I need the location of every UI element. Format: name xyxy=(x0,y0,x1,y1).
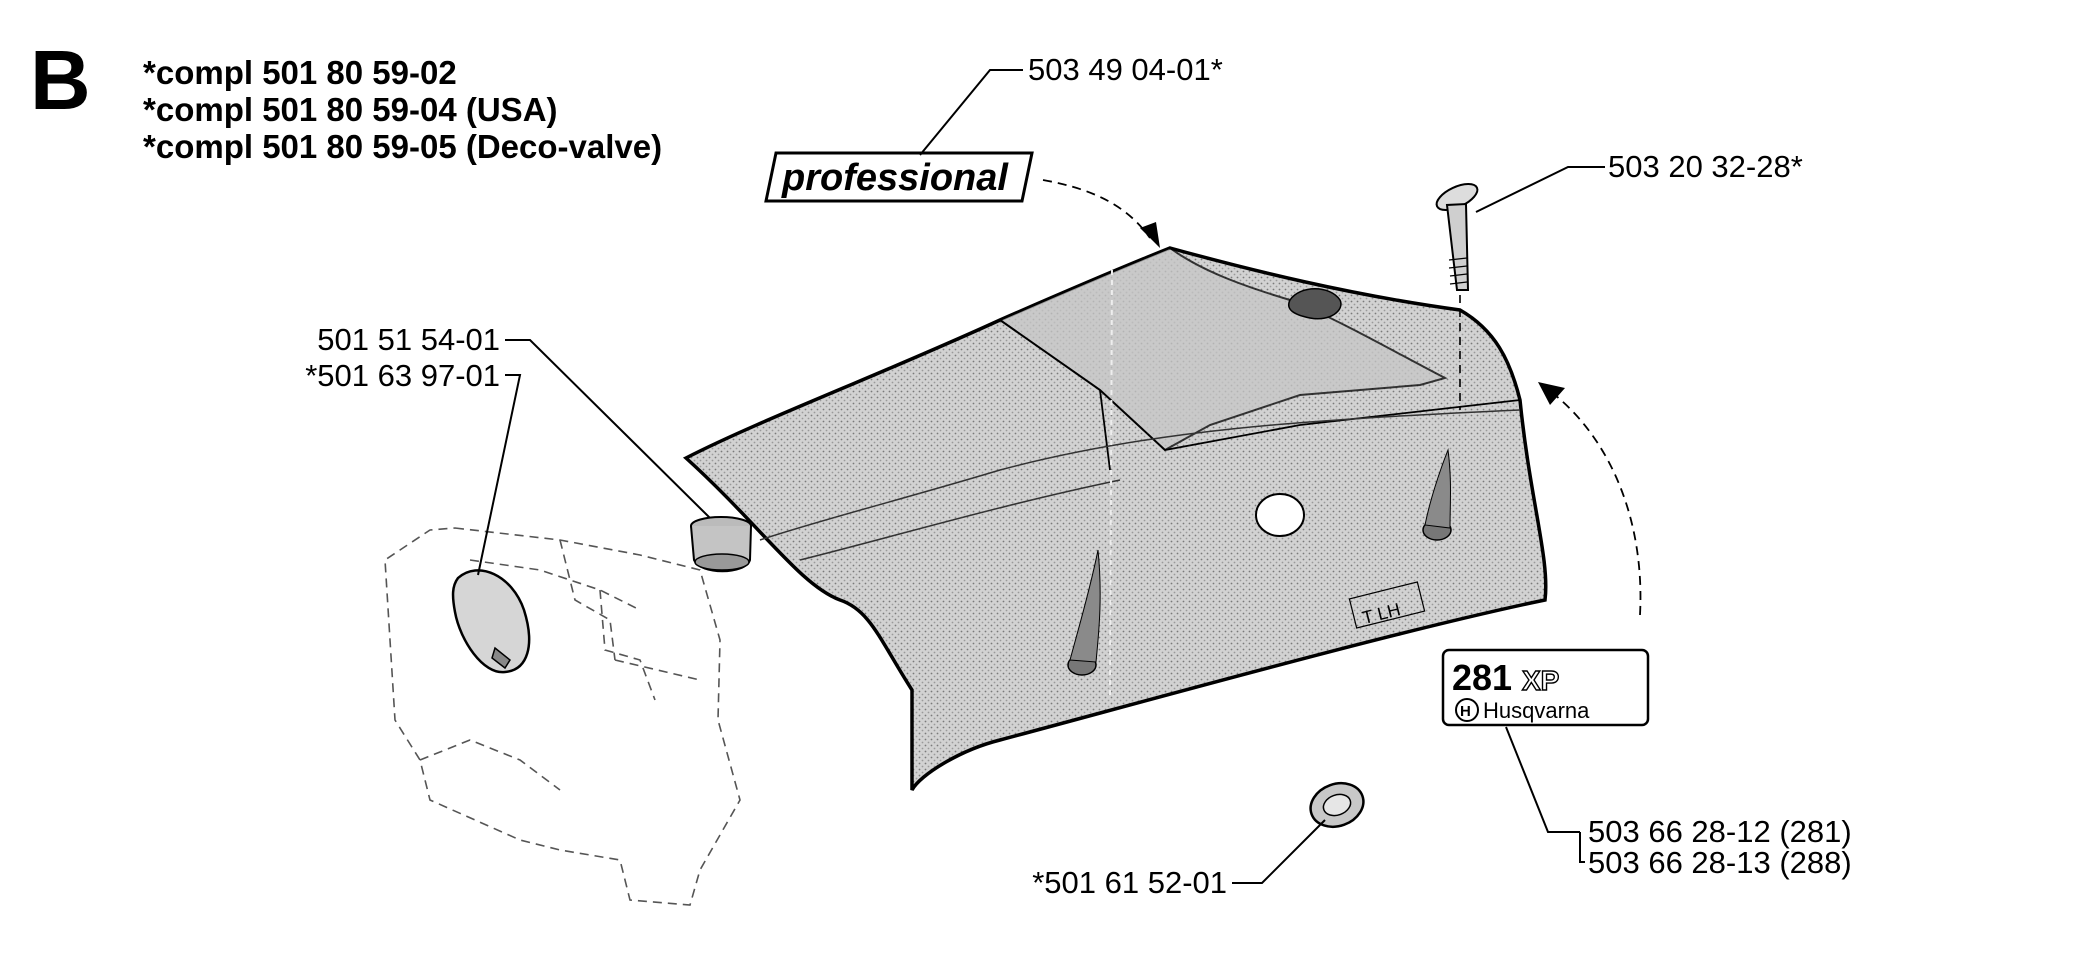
decal-brand: Husqvarna xyxy=(1483,698,1590,723)
label-grommet: *501 61 52-01 xyxy=(1032,865,1227,900)
label-model-decal-281: 503 66 28-12 (281) xyxy=(1588,814,1852,849)
label-decal-professional: 503 49 04-01* xyxy=(1028,52,1223,87)
header-part-list: *compl 501 80 59-02 *compl 501 80 59-04 … xyxy=(143,54,662,165)
section-letter: B xyxy=(30,33,91,127)
label-plug: 501 51 54-01 xyxy=(317,322,500,357)
plug xyxy=(690,516,752,573)
arrow-head-decal xyxy=(1140,222,1160,248)
decal-model-suffix: XP xyxy=(1522,665,1559,696)
label-model-decal-288: 503 66 28-13 (288) xyxy=(1588,845,1852,880)
header-line-2: *compl 501 80 59-04 (USA) xyxy=(143,91,558,128)
screw xyxy=(1435,183,1479,410)
decal-model-number: 281 xyxy=(1452,657,1512,698)
decal-professional: professional xyxy=(764,151,1034,203)
arrow-head-model xyxy=(1538,382,1565,405)
grommet xyxy=(1309,781,1365,829)
leader-lines xyxy=(477,69,1605,884)
decal-professional-text: professional xyxy=(781,157,1009,199)
engine-housing-outline xyxy=(384,527,741,906)
label-valve: *501 63 97-01 xyxy=(305,358,500,393)
husqvarna-logo-icon xyxy=(1455,698,1479,722)
decal-model: 281 XP H Husqvarna xyxy=(1441,648,1650,727)
svg-text:H: H xyxy=(1460,703,1471,720)
label-screw: 503 20 32-28* xyxy=(1608,149,1803,184)
valve-cap xyxy=(451,569,531,674)
header-line-3: *compl 501 80 59-05 (Deco-valve) xyxy=(143,128,663,165)
header-line-1: *compl 501 80 59-02 xyxy=(143,54,457,91)
cylinder-cover: T LH xyxy=(682,246,1548,791)
